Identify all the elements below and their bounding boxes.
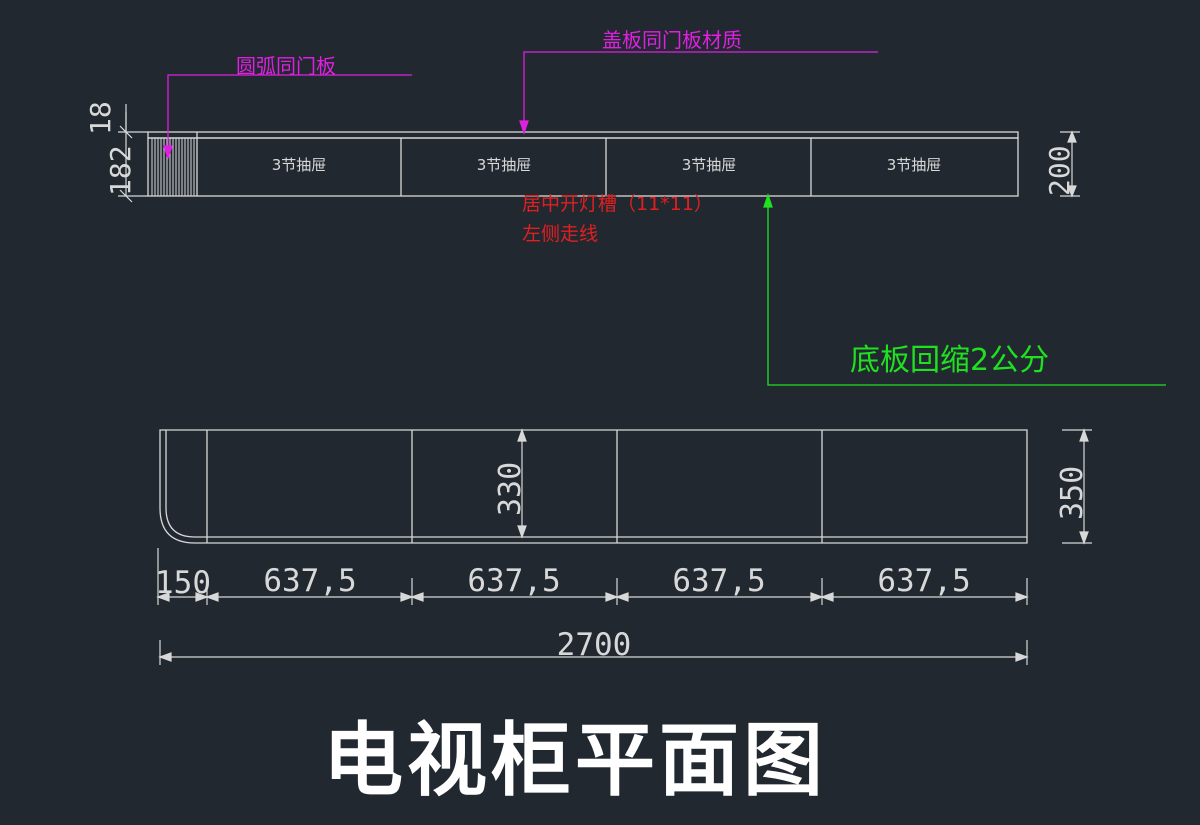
callout-cover-material: 盖板同门板材质 [602, 28, 742, 52]
callout-arc-door: 圆弧同门板 [236, 54, 336, 78]
dim-segment: 637,5 [467, 563, 560, 599]
elevation-right-dimension [1060, 130, 1080, 198]
note-light-slot: 居中开灯槽（11*11） [522, 193, 713, 215]
elevation-top-cover [147, 131, 1019, 139]
drawer-label: 3节抽屉 [272, 156, 327, 174]
elevation-view [147, 131, 1019, 197]
dim-inner-depth: 330 [493, 462, 528, 516]
dim-top-thickness: 18 [84, 101, 117, 135]
plan-total-depth-dimension [1062, 428, 1092, 545]
note-wiring-left: 左侧走线 [522, 223, 598, 245]
plan-inner-depth-dimension [517, 428, 527, 539]
drawing-title: 电视柜平面图 [323, 714, 827, 807]
elevation-left-dimensions [118, 104, 148, 203]
callout-leader-green [763, 192, 1166, 386]
drawer-label: 3节抽屉 [682, 156, 737, 174]
callout-leaders-magenta [163, 51, 878, 161]
plan-view [159, 429, 1028, 544]
elevation-body [147, 137, 1019, 197]
dim-total-length: 2700 [557, 627, 632, 663]
dim-total-depth: 350 [1055, 466, 1090, 520]
plan-outline [159, 429, 1028, 544]
dim-segment: 637,5 [263, 563, 356, 599]
plan-total-length-dimension [158, 640, 1029, 665]
plan-segment-dimensions [156, 548, 1029, 605]
plan-inner-arc [165, 430, 207, 538]
dim-segment: 637,5 [877, 563, 970, 599]
dim-left-segment: 150 [155, 565, 211, 601]
dim-segment: 637,5 [672, 563, 765, 599]
dim-right-height: 200 [1043, 145, 1076, 196]
callout-base-recess: 底板回缩2公分 [850, 343, 1049, 378]
arc-door-hatch [151, 138, 195, 196]
drawer-label: 3节抽屉 [887, 156, 942, 174]
dim-left-height: 182 [104, 145, 137, 196]
drawer-label: 3节抽屉 [477, 156, 532, 174]
